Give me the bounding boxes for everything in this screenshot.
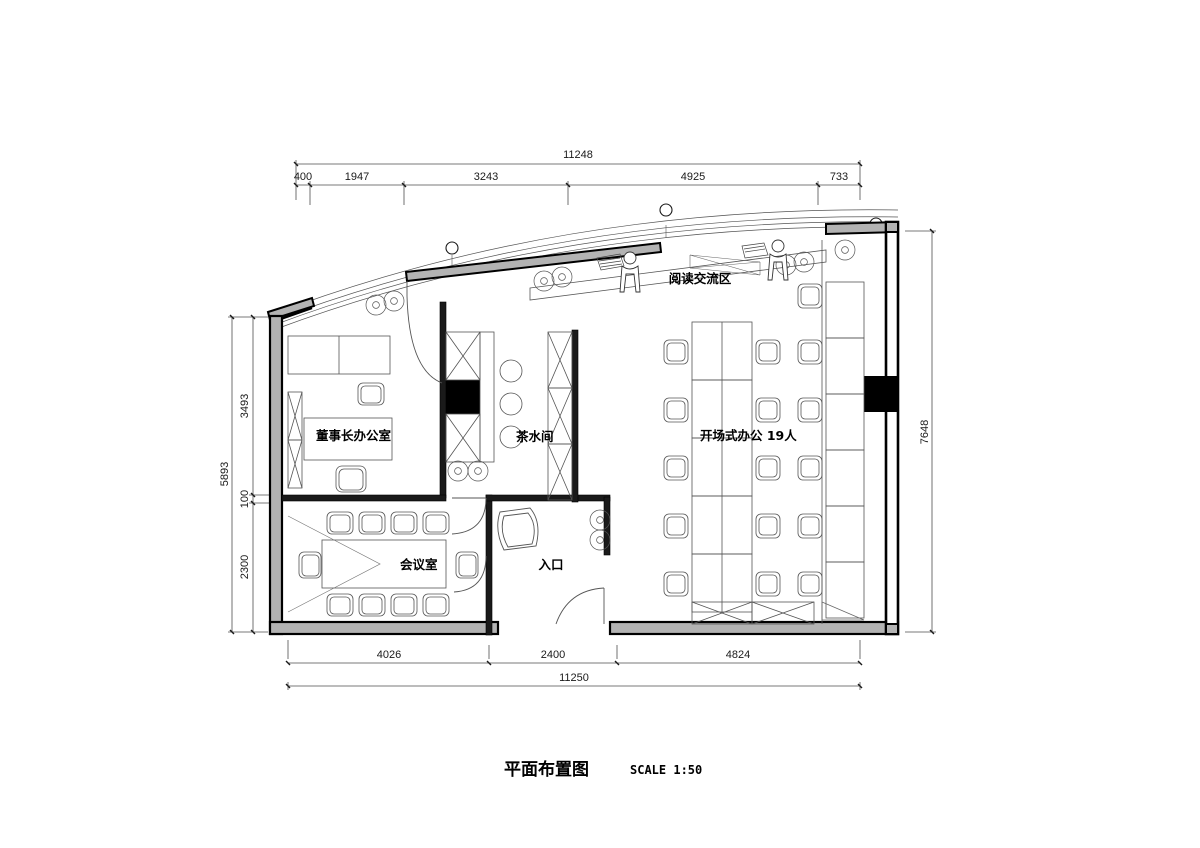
dim-left-seg-1: 3493: [239, 394, 251, 418]
exterior-wall-bottom-left: [268, 620, 500, 636]
chair: [455, 551, 479, 579]
chair: [663, 397, 689, 423]
dimension-chain-bottom: [285, 640, 863, 690]
book-icon: [596, 242, 769, 271]
curtain-wall-glazing: [267, 209, 899, 330]
round-stool: [499, 392, 523, 416]
room-meeting: [287, 511, 479, 617]
structural-column-pantry: [446, 380, 480, 414]
plant-icon: [834, 239, 856, 261]
door-meeting-room-secondary: [453, 555, 487, 593]
dim-left-total: 5893: [219, 462, 231, 486]
chair: [663, 513, 689, 539]
chair: [755, 455, 781, 481]
room-reading-area: [365, 239, 827, 316]
dim-bottom-total: 11250: [559, 672, 589, 684]
chair: [422, 511, 450, 535]
chair: [755, 397, 781, 423]
room-label-meeting: 会议室: [400, 557, 438, 572]
cabinet-with-hatch: [547, 331, 573, 501]
room-pantry: [445, 331, 573, 501]
chair: [663, 339, 689, 365]
room-label-pantry: 茶水间: [515, 429, 554, 444]
chair: [663, 455, 689, 481]
chair: [326, 511, 354, 535]
conference-table: [321, 539, 447, 589]
dim-top-seg-1: 400: [294, 171, 312, 183]
door-entrance: [555, 587, 605, 625]
chair: [755, 339, 781, 365]
dim-top-seg-2: 1947: [345, 171, 369, 183]
round-stool: [499, 359, 523, 383]
chair: [422, 593, 450, 617]
chair: [335, 465, 367, 493]
reception-desk: [497, 507, 539, 551]
person-figure: [619, 239, 789, 293]
structural-column-right: [864, 376, 898, 412]
dimension-chain-left: [228, 314, 272, 635]
dimension-chain-right: [905, 228, 936, 635]
door-meeting-room: [451, 497, 487, 535]
dim-top-seg-5: 733: [830, 171, 848, 183]
dim-bottom-seg-2: 2400: [541, 649, 565, 661]
desk-bank-right: [825, 281, 865, 619]
plant-icon: [589, 509, 611, 551]
chair: [298, 551, 322, 579]
counter-top: [479, 331, 495, 463]
desk-bank-left: [691, 321, 753, 613]
dim-bottom-seg-1: 4026: [377, 649, 401, 661]
chair: [755, 513, 781, 539]
door-chairman-office: [406, 281, 443, 384]
drawing-scale: SCALE 1:50: [630, 763, 702, 777]
cabinet-with-hatch: [691, 601, 815, 625]
dim-top-total: 11248: [563, 149, 593, 161]
chair: [326, 593, 354, 617]
room-label-chairman-office: 董事长办公室: [316, 428, 392, 443]
chair: [358, 593, 386, 617]
dim-right-total: 7648: [919, 420, 931, 444]
dimension-chain-top: [293, 160, 863, 205]
dim-left-seg-2: 100: [239, 490, 251, 508]
drawing-title: 平面布置图: [504, 759, 589, 780]
chair: [390, 511, 418, 535]
executive-desk: [303, 417, 393, 461]
chair: [755, 571, 781, 597]
room-chairman-office: [287, 335, 393, 493]
round-stool: [499, 425, 523, 449]
room-label-reading-area: 阅读交流区: [669, 271, 732, 286]
dim-bottom-seg-3: 4824: [726, 649, 750, 661]
chair: [663, 571, 689, 597]
dim-left-seg-3: 2300: [239, 555, 251, 579]
chair: [358, 511, 386, 535]
dim-top-seg-4: 4925: [681, 171, 705, 183]
dim-top-seg-3: 3243: [474, 171, 498, 183]
exterior-wall-right: [884, 220, 900, 636]
cabinet-with-hatch: [287, 391, 303, 489]
room-label-entrance: 入口: [538, 557, 563, 572]
chair: [390, 593, 418, 617]
room-open-office: [663, 239, 865, 625]
room-entrance: [497, 507, 611, 625]
plant-icon: [447, 460, 489, 482]
exterior-wall-left: [268, 314, 284, 636]
room-label-open-office: 开场式办公 19人: [700, 428, 797, 443]
chair: [357, 382, 385, 406]
